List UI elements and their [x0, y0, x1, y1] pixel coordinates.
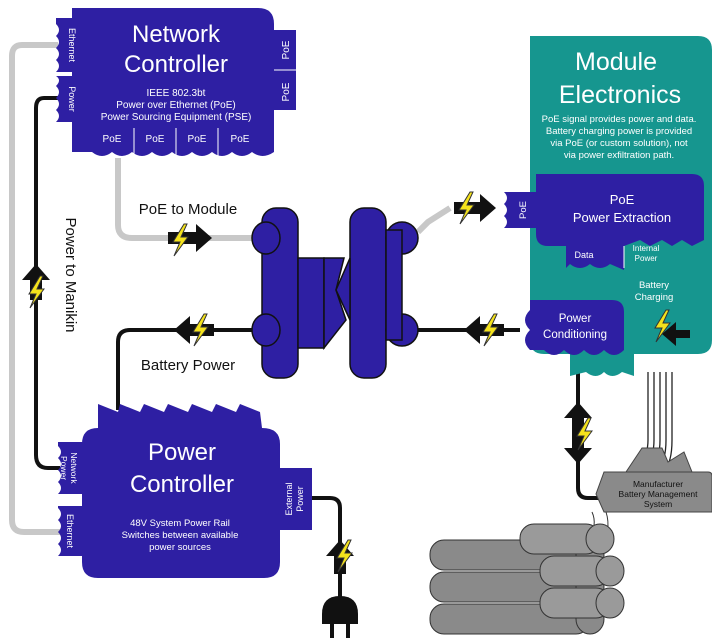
- battery-management-system: Manufacturer Battery Management System: [595, 447, 712, 513]
- arrow-poe-to-extraction: [454, 191, 496, 225]
- bms-label-2: Battery Management: [619, 489, 699, 499]
- module-electronics: Module Electronics PoE signal provides p…: [504, 36, 712, 376]
- umbilical-connector: [251, 207, 419, 379]
- tab-network-power-2: Power: [59, 456, 69, 480]
- tab-poe-right-1: PoE: [281, 40, 292, 59]
- module-desc-3: via PoE (or custom solution), not: [550, 138, 688, 149]
- tab-external-power-2: Power: [295, 486, 305, 512]
- power-controller-desc-3: power sources: [149, 542, 211, 553]
- battery-pack: [429, 511, 625, 635]
- battery-power-cable: [116, 328, 262, 410]
- power-controller: Power Controller 48V System Power Rail S…: [58, 404, 312, 578]
- network-controller-title-2: Controller: [124, 51, 228, 78]
- network-controller-desc-3: Power Sourcing Equipment (PSE): [101, 112, 252, 123]
- battery-charging-label-1: Battery: [639, 280, 669, 291]
- label-poe-to-module: PoE to Module: [139, 201, 237, 218]
- network-controller: Network Controller IEEE 802.3bt Power ov…: [56, 8, 296, 158]
- extraction-tab-data: Data: [574, 250, 593, 260]
- arrow-external-power: [326, 539, 354, 574]
- bms-power-cable: [576, 365, 604, 500]
- module-desc-4: via power exfiltration path.: [564, 150, 674, 161]
- arrow-poe-to-module: [168, 223, 212, 257]
- tab-network-power-1: Network: [69, 452, 79, 484]
- poe-to-module-cable: [115, 158, 452, 241]
- conditioning-title-2: Conditioning: [543, 329, 607, 341]
- arrow-conditioning-to-connector: [464, 313, 504, 347]
- module-title-2: Electronics: [559, 81, 681, 109]
- tab-poe-right-2: PoE: [281, 82, 292, 101]
- network-controller-desc-2: Power over Ethernet (PoE): [116, 100, 236, 111]
- ethernet-cable: [9, 42, 60, 535]
- power-controller-desc-1: 48V System Power Rail: [130, 518, 230, 529]
- battery-charging-label-2: Charging: [635, 292, 674, 303]
- serial-label: Serial: [648, 358, 672, 369]
- power-plug-icon: [322, 596, 358, 638]
- tab-poe-bottom-3: PoE: [188, 134, 207, 145]
- tab-power-label: Power: [67, 86, 77, 112]
- tab-poe-bottom-2: PoE: [146, 134, 165, 145]
- bms-label-1: Manufacturer: [633, 479, 683, 489]
- power-controller-desc-2: Switches between available: [122, 530, 239, 541]
- arrow-battery-charging: [654, 309, 690, 346]
- label-battery-power: Battery Power: [141, 357, 235, 374]
- network-controller-title-1: Network: [132, 21, 221, 48]
- module-desc-2: Battery charging power is provided: [546, 126, 692, 137]
- tab-ethernet-label: Ethernet: [67, 28, 77, 63]
- arrow-power-to-manikin: [22, 264, 50, 309]
- extraction-tab-internal-1: Internal: [633, 244, 660, 253]
- bms-label-3: System: [644, 499, 672, 509]
- extraction-tab-poe: PoE: [518, 201, 529, 219]
- power-conditioning: Power Conditioning: [525, 300, 624, 355]
- module-desc-1: PoE signal provides power and data.: [542, 114, 697, 125]
- extraction-title-1: PoE: [610, 192, 635, 207]
- tab-ethernet-pc: Ethernet: [65, 514, 75, 549]
- extraction-title-2: Power Extraction: [573, 210, 671, 225]
- arrow-bms-bidirectional: [564, 402, 593, 464]
- power-controller-title-1: Power: [148, 439, 216, 466]
- poe-power-extraction: PoE Power Extraction PoE Data Internal P…: [504, 174, 704, 270]
- conditioning-title-1: Power: [559, 313, 592, 325]
- power-controller-title-2: Controller: [130, 471, 234, 498]
- extraction-tab-internal-2: Power: [635, 254, 658, 263]
- tab-poe-bottom-4: PoE: [231, 134, 250, 145]
- module-title-1: Module: [575, 48, 657, 76]
- tab-external-power-1: External: [284, 482, 294, 515]
- network-controller-desc-1: IEEE 802.3bt: [147, 88, 206, 99]
- label-power-to-manikin: Power to Manikin: [62, 217, 79, 332]
- arrow-battery-power: [174, 313, 214, 347]
- tab-poe-bottom-1: PoE: [103, 134, 122, 145]
- external-power-cable: [312, 496, 342, 598]
